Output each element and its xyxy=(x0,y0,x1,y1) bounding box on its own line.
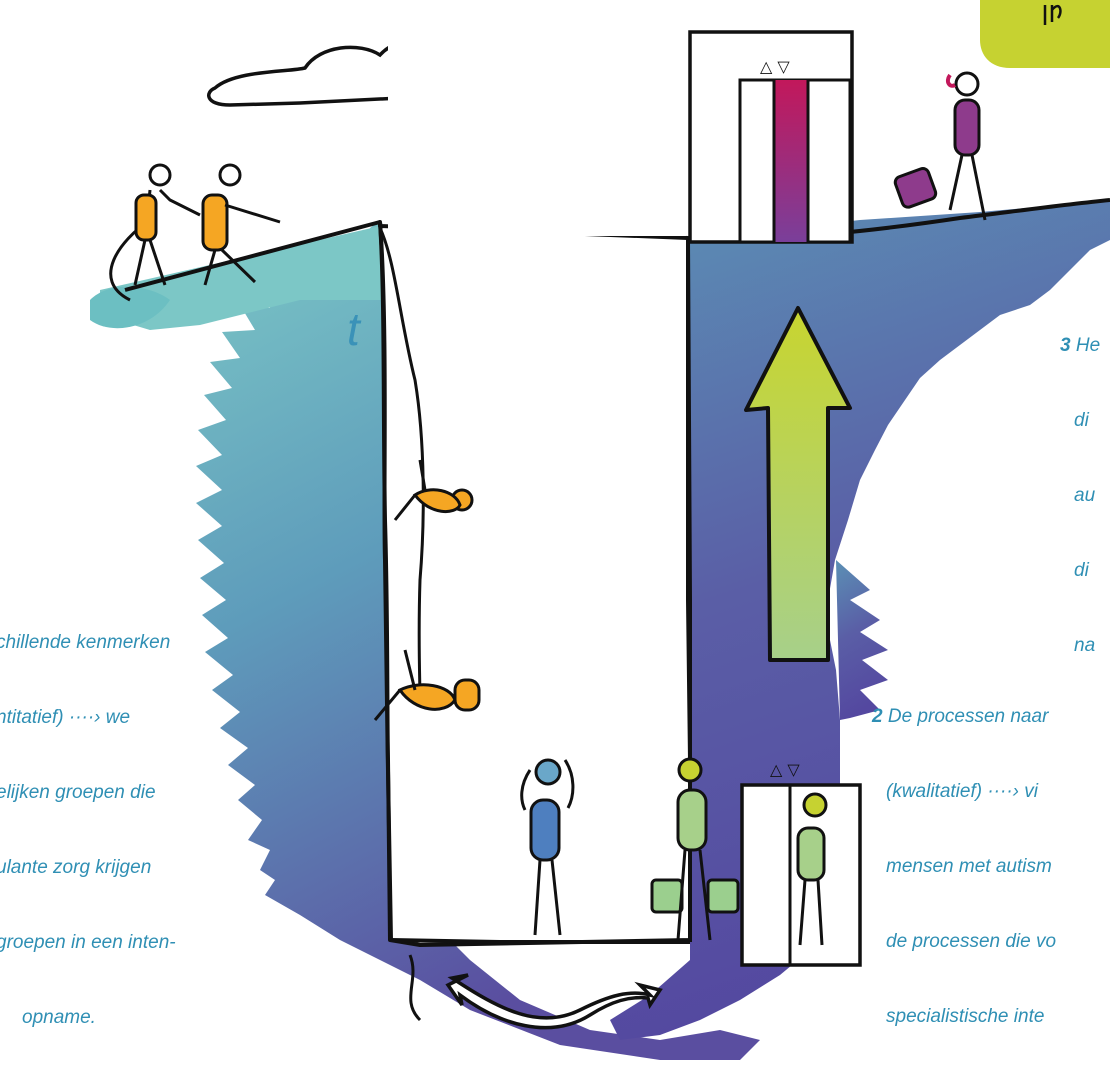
figure-exit-traveler xyxy=(893,71,987,221)
svg-text:△ ▽: △ ▽ xyxy=(770,760,800,779)
svg-text:△ ▽: △ ▽ xyxy=(760,57,790,76)
figure-puller-1 xyxy=(133,163,201,286)
caption-tr-line: He xyxy=(1075,335,1101,356)
badge-glyph xyxy=(1043,4,1062,25)
caption-left-line: groepen in een inten- xyxy=(0,932,176,953)
caption-left-line: opname. xyxy=(22,1007,96,1028)
caption-mr-first-line: 2 De processen naar xyxy=(872,704,1056,729)
valley-floor xyxy=(390,938,690,944)
caption-tr-line: di xyxy=(1074,410,1089,431)
caption-tr-line: au xyxy=(1074,485,1096,506)
caption-number: 3 xyxy=(1060,335,1071,356)
caption-tr-line: di xyxy=(1074,560,1089,581)
caption-mr-line: De processen naar xyxy=(887,706,1049,727)
figure-puller-2 xyxy=(201,163,281,286)
figure-climber-2 xyxy=(373,649,481,721)
figure-bottom-person xyxy=(520,758,575,936)
caption-tr-line: na xyxy=(1074,635,1096,656)
caption-left-line: ulante zorg krijgen xyxy=(0,857,152,878)
caption-mr-line: (kwalitatief) ····› vi xyxy=(886,781,1038,802)
caption-top-right: 3 He di au di na xyxy=(1060,283,1100,683)
figure-traveler xyxy=(650,757,740,941)
valley-left-wall xyxy=(378,221,393,941)
right-feather-edge xyxy=(836,560,888,720)
caption-left-line: elijken groepen die xyxy=(0,782,156,803)
partial-heading: t xyxy=(347,303,360,355)
arrow-up-icon xyxy=(744,306,852,662)
corner-badge xyxy=(980,0,1110,68)
left-ledge-curl xyxy=(90,286,170,329)
caption-mr-line: de processen die vo xyxy=(886,931,1057,952)
caption-left-line: ntitatief) ····› we xyxy=(0,707,131,728)
caption-mr-line: mensen met autism xyxy=(886,856,1052,877)
climbing-rope-icon xyxy=(378,227,425,701)
caption-left-line: chillende kenmerken xyxy=(0,632,171,653)
elevator-icon-top: △ ▽ xyxy=(688,30,854,244)
figure-climber-1 xyxy=(393,459,474,521)
left-cliff-ledge xyxy=(100,225,385,330)
left-cliff-line xyxy=(124,220,381,292)
caption-mr-line: specialistische inte xyxy=(886,1006,1045,1027)
swap-arrow-icon xyxy=(445,973,663,1030)
caption-middle-right: 2 De processen naar (kwalitatief) ····› … xyxy=(872,654,1056,1054)
elevator-icon-bottom: △ ▽ xyxy=(740,760,862,967)
caption-number: 2 xyxy=(872,706,883,727)
caption-tr-first-line: 3 He xyxy=(1060,333,1100,358)
caption-left: chillende kenmerken ntitatief) ····› we … xyxy=(0,580,176,1055)
right-wing-shape xyxy=(610,200,1110,1040)
left-wing-shape xyxy=(196,220,760,1060)
